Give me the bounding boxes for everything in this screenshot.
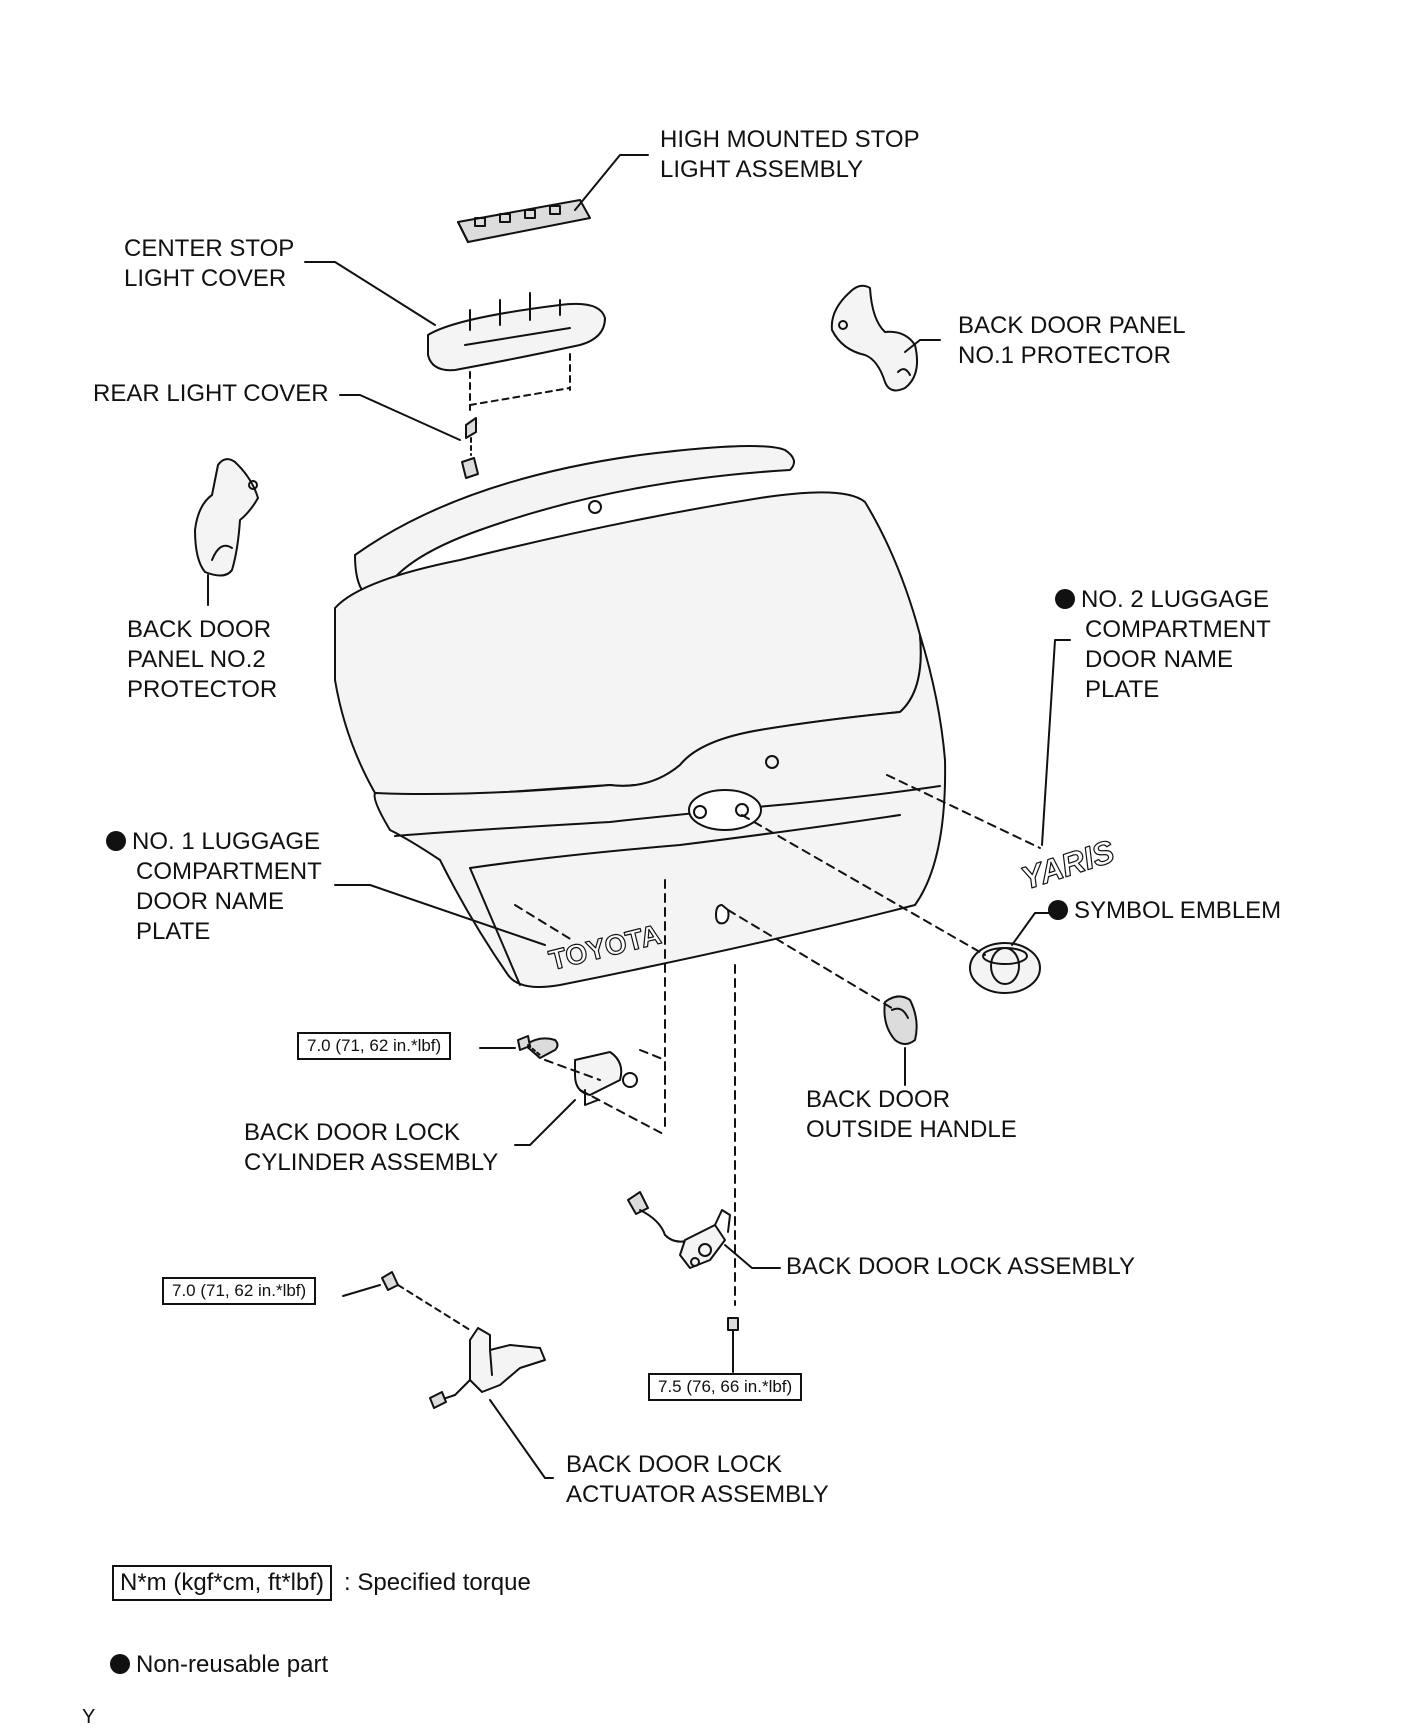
torque-spec-lock-assembly: 7.5 (76, 66 in.*lbf) — [648, 1373, 803, 1401]
legend-torque-box: N*m (kgf*cm, ft*lbf) — [112, 1565, 333, 1601]
yaris-plate-text: YARIS — [1017, 833, 1120, 897]
back-door-panel-no2-protector-part — [194, 458, 259, 606]
non-reusable-dot-icon — [110, 1654, 130, 1674]
back-door-panel-no1-protector-part — [830, 284, 918, 392]
label-symbol-emblem: SYMBOL EMBLEM — [1048, 896, 1281, 926]
back-door-panel — [334, 445, 947, 988]
guide-lines — [514, 774, 1041, 1306]
non-reusable-dot-icon — [1048, 900, 1068, 920]
label-back-door-outside-handle: BACK DOOR OUTSIDE HANDLE — [806, 1086, 1017, 1143]
label-back-door-panel-no2-protector: BACK DOOR PANEL NO.2 PROTECTOR — [127, 616, 278, 703]
label-high-mounted-stop-light: HIGH MOUNTED STOP LIGHT ASSEMBLY — [660, 126, 920, 183]
center-stop-light-cover-part — [427, 292, 606, 479]
label-back-door-lock-assembly: BACK DOOR LOCK ASSEMBLY — [786, 1253, 1135, 1280]
back-door-lock-cylinder-part — [517, 1035, 638, 1106]
legend-non-reusable: Non-reusable part — [110, 1650, 328, 1680]
label-no1-luggage-name-plate: NO. 1 LUGGAGE COMPARTMENT DOOR NAME PLAT… — [106, 827, 322, 947]
label-rear-light-cover: REAR LIGHT COVER — [93, 380, 329, 407]
yaris-name-plate-part: YARIS — [1016, 832, 1120, 897]
back-door-lock-assembly-part — [627, 1191, 739, 1346]
symbol-emblem-part — [969, 942, 1041, 994]
torque-spec-lock-cylinder: 7.0 (71, 62 in.*lbf) — [297, 1032, 452, 1060]
back-door-outside-handle-part — [715, 904, 918, 1086]
label-back-door-lock-cylinder: BACK DOOR LOCK CYLINDER ASSEMBLY — [244, 1119, 499, 1176]
label-center-stop-light-cover: CENTER STOP LIGHT COVER — [124, 235, 295, 292]
corner-code: Y — [82, 1706, 96, 1728]
label-no2-luggage-name-plate: NO. 2 LUGGAGE COMPARTMENT DOOR NAME PLAT… — [1055, 585, 1271, 705]
back-door-lock-actuator-part — [381, 1271, 546, 1409]
legend-torque-text: : Specified torque — [344, 1569, 531, 1596]
high-mounted-stop-light-part — [457, 199, 591, 243]
label-back-door-panel-no1-protector: BACK DOOR PANEL NO.1 PROTECTOR — [958, 312, 1186, 369]
torque-spec-actuator: 7.0 (71, 62 in.*lbf) — [162, 1277, 317, 1305]
leader-lines — [304, 154, 1071, 1479]
non-reusable-dot-icon — [1055, 589, 1075, 609]
label-back-door-lock-actuator: BACK DOOR LOCK ACTUATOR ASSEMBLY — [566, 1451, 829, 1508]
non-reusable-dot-icon — [106, 831, 126, 851]
